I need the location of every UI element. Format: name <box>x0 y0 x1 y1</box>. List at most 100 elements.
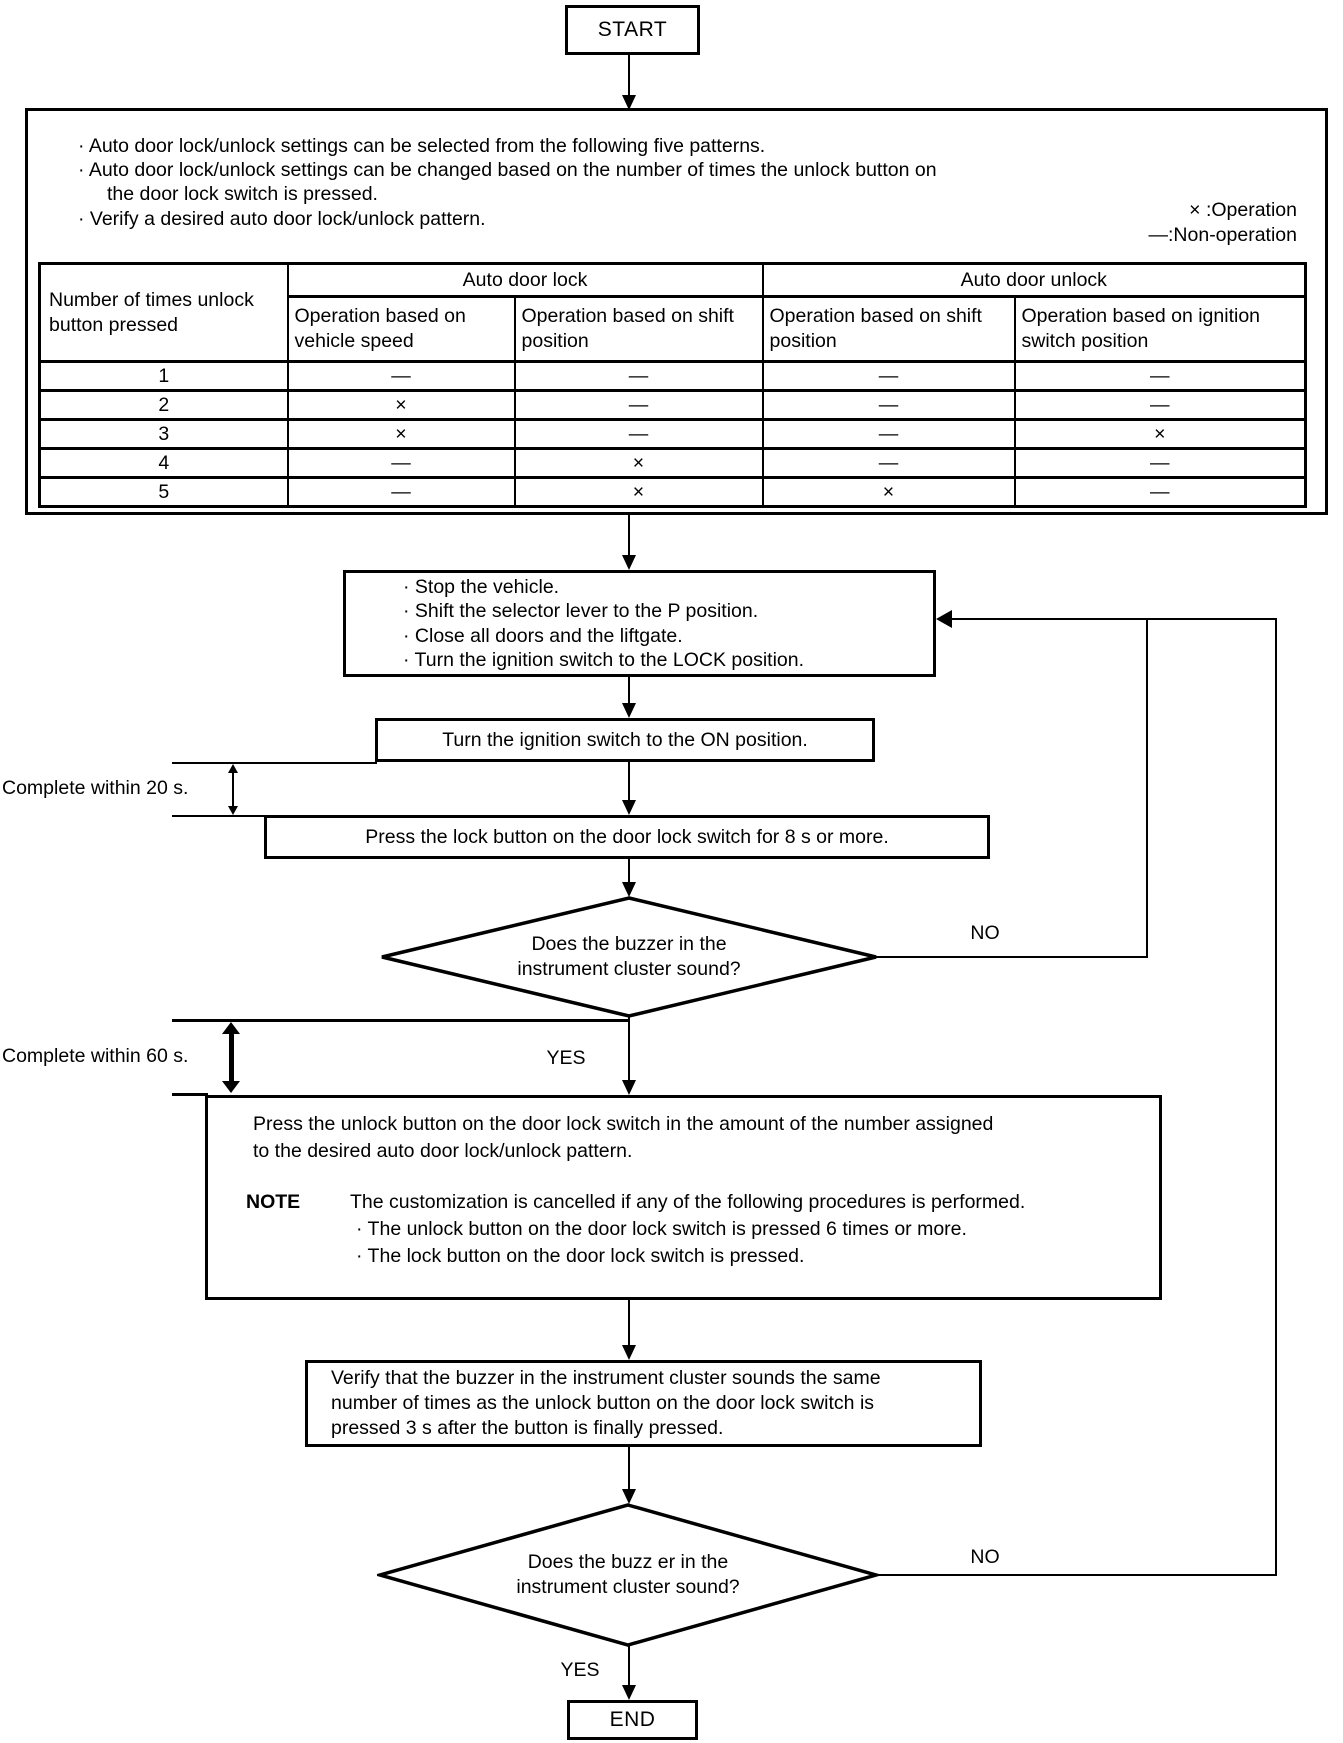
bracket-60s-arrow-stem <box>229 1028 234 1086</box>
note-bullet: · The unlock button on the door lock swi… <box>356 1218 967 1240</box>
arrow-down-icon <box>622 1080 636 1095</box>
value-cell: × <box>513 447 764 479</box>
arrow-down-icon <box>622 1685 636 1700</box>
arrow-down-icon <box>228 806 238 815</box>
end-label: END <box>609 1707 656 1731</box>
table-row: 4 — × — — <box>38 447 1307 479</box>
flow-line <box>628 1645 630 1687</box>
note-text: The customization is cancelled if any of… <box>350 1191 1026 1213</box>
no-branch-1-riser <box>1146 620 1148 958</box>
value-cell: — <box>1013 447 1307 479</box>
no-branch-2-line <box>877 1574 1277 1576</box>
value-cell: — <box>1013 389 1307 421</box>
press-unlock-line: to the desired auto door lock/unlock pat… <box>253 1140 633 1162</box>
arrow-up-icon <box>222 1022 240 1034</box>
flow-line <box>628 1300 630 1346</box>
decision-2-line1: Does the buzz er in the <box>527 1551 729 1573</box>
press-lock-box: Press the lock button on the door lock s… <box>264 815 990 859</box>
times-cell: 1 <box>38 360 289 392</box>
verify-buzzer-box: Verify that the buzzer in the instrument… <box>305 1360 982 1447</box>
ignition-on-box: Turn the ignition switch to the ON posit… <box>375 718 875 762</box>
yes-label-2: YES <box>560 1659 600 1681</box>
value-cell: × <box>761 476 1016 508</box>
arrow-down-icon <box>622 555 636 570</box>
prepare-line: · Close all doors and the liftgate. <box>403 624 683 647</box>
arrow-down-icon <box>222 1081 240 1093</box>
feedback-line <box>950 618 1277 620</box>
value-cell: × <box>513 476 764 508</box>
press-lock-text: Press the lock button on the door lock s… <box>365 825 889 848</box>
value-cell: — <box>286 476 516 508</box>
buzzer-decision-1: Does the buzzer in the instrument cluste… <box>379 896 879 1018</box>
verify-line: Verify that the buzzer in the instrument… <box>331 1367 881 1389</box>
no-label-2: NO <box>970 1546 1000 1568</box>
intro-line: the door lock switch is pressed. <box>107 183 378 205</box>
bracket-20s-bottom-line <box>172 815 264 817</box>
decision-2-text: Does the buzz er in the instrument clust… <box>377 1503 879 1647</box>
times-cell: 4 <box>38 447 289 479</box>
prepare-line: · Turn the ignition switch to the LOCK p… <box>403 649 805 671</box>
arrow-down-icon <box>622 1489 636 1504</box>
flow-line <box>628 55 630 97</box>
flow-line <box>628 1016 630 1082</box>
value-cell: — <box>761 360 1016 392</box>
bracket-60s-top-line <box>172 1019 629 1022</box>
intro-line: · Verify a desired auto door lock/unlock… <box>78 208 486 230</box>
intro-line: · Auto door lock/unlock settings can be … <box>78 159 937 181</box>
table-row: 2 × — — — <box>38 389 1307 421</box>
value-cell: — <box>513 389 764 421</box>
complete-60s-label: Complete within 60 s. <box>2 1045 189 1067</box>
arrow-down-icon <box>622 703 636 718</box>
yes-label-1: YES <box>546 1047 586 1069</box>
decision-1-text: Does the buzzer in the instrument cluste… <box>379 896 879 1018</box>
value-cell: — <box>761 389 1016 421</box>
no-branch-2-riser <box>1275 620 1277 1575</box>
table-row: 1 — — — — <box>38 360 1307 392</box>
end-node: END <box>567 1700 698 1740</box>
arrow-down-icon <box>622 800 636 815</box>
table-col-header: Operation based on vehicle speed <box>286 295 516 363</box>
flow-line <box>628 859 630 884</box>
arrow-down-icon <box>622 1345 636 1360</box>
decision-2-line2: instrument cluster sound? <box>516 1576 740 1598</box>
bracket-20s-top-line <box>172 762 377 764</box>
flow-line <box>628 515 630 558</box>
press-unlock-note-box <box>205 1095 1162 1300</box>
arrow-down-icon <box>622 882 636 897</box>
value-cell: — <box>761 418 1016 450</box>
decision-1-line2: instrument cluster sound? <box>517 958 741 980</box>
table-group-unlock: Auto door unlock <box>761 262 1307 298</box>
patterns-table: Number of times unlock button pressed Au… <box>38 262 1308 508</box>
ignition-on-text: Turn the ignition switch to the ON posit… <box>442 728 808 751</box>
arrow-up-icon <box>228 764 238 773</box>
start-label: START <box>597 17 668 41</box>
table-row: 3 × — — × <box>38 418 1307 450</box>
table-col-header: Operation based on shift position <box>761 295 1016 363</box>
table-row: 5 — × × — <box>38 476 1307 508</box>
verify-line: pressed 3 s after the button is finally … <box>331 1417 724 1439</box>
times-cell: 3 <box>38 418 289 450</box>
times-cell: 5 <box>38 476 289 508</box>
note-bullet: · The lock button on the door lock switc… <box>356 1245 805 1267</box>
prepare-line: · Shift the selector lever to the P posi… <box>403 600 759 622</box>
note-label: NOTE <box>246 1191 301 1213</box>
value-cell: — <box>761 447 1016 479</box>
decision-1-line1: Does the buzzer in the <box>531 933 727 955</box>
buzzer-decision-2: Does the buzz er in the instrument clust… <box>377 1503 879 1647</box>
start-node: START <box>565 5 700 55</box>
complete-20s-label: Complete within 20 s. <box>2 777 189 799</box>
bracket-60s-bottom-line <box>172 1093 208 1096</box>
intro-line: · Auto door lock/unlock settings can be … <box>78 135 766 157</box>
value-cell: × <box>286 418 516 450</box>
value-cell: — <box>513 418 764 450</box>
value-cell: × <box>286 389 516 421</box>
value-cell: — <box>286 447 516 479</box>
arrow-down-icon <box>622 95 636 110</box>
bracket-20s-arrow-stem <box>232 770 234 808</box>
times-cell: 2 <box>38 389 289 421</box>
value-cell: × <box>1013 418 1307 450</box>
value-cell: — <box>1013 360 1307 392</box>
flow-line <box>628 677 630 705</box>
value-cell: — <box>286 360 516 392</box>
